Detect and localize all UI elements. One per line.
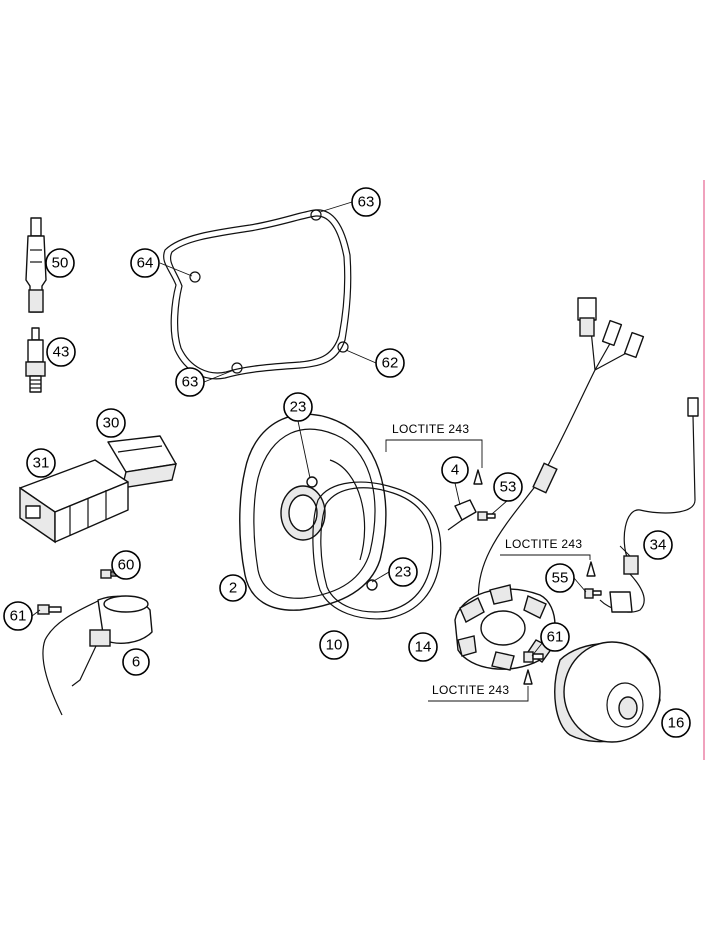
svg-text:61: 61 — [547, 629, 564, 646]
callout-6: 6 — [122, 648, 150, 676]
sensor-harness — [599, 397, 699, 613]
callout-10: 10 — [319, 630, 349, 660]
callout-61-right: 61 — [540, 622, 570, 652]
ignition-coil — [42, 595, 153, 716]
callout-60: 60 — [111, 550, 141, 580]
screw-55 — [584, 588, 602, 599]
callout-23-top: 23 — [283, 392, 313, 422]
svg-text:6: 6 — [132, 654, 140, 671]
spark-plug-connector — [25, 217, 47, 313]
svg-text:63: 63 — [182, 374, 199, 391]
svg-text:64: 64 — [137, 255, 154, 272]
callout-34: 34 — [643, 530, 673, 560]
loctite-drop-top — [473, 469, 483, 485]
callout-55: 55 — [545, 563, 575, 593]
loctite-note-top: LOCTITE 243 — [385, 422, 483, 468]
svg-text:43: 43 — [53, 344, 70, 361]
callout-16: 16 — [661, 708, 691, 738]
callout-31: 31 — [26, 448, 56, 478]
loctite-note-bottom: LOCTITE 243 — [428, 683, 529, 702]
svg-text:61: 61 — [10, 608, 27, 625]
callout-63-bottom: 63 — [175, 367, 205, 397]
svg-text:LOCTITE 243: LOCTITE 243 — [432, 683, 509, 697]
svg-text:31: 31 — [33, 455, 50, 472]
callout-30: 30 — [96, 408, 126, 438]
svg-text:63: 63 — [358, 194, 375, 211]
svg-text:23: 23 — [395, 564, 412, 581]
screw-53 — [477, 511, 496, 521]
svg-text:4: 4 — [451, 462, 459, 479]
pulse-generator — [447, 499, 477, 531]
svg-text:16: 16 — [668, 715, 685, 732]
loctite-drop-right — [586, 561, 596, 577]
bolt-61-left — [37, 604, 62, 615]
callout-2: 2 — [219, 574, 247, 602]
svg-text:14: 14 — [415, 639, 432, 656]
svg-text:55: 55 — [552, 570, 569, 587]
svg-text:50: 50 — [52, 255, 69, 272]
svg-text:23: 23 — [290, 399, 307, 416]
svg-text:62: 62 — [382, 355, 399, 372]
ignition-cover-gasket — [163, 209, 352, 380]
callout-50: 50 — [45, 248, 75, 278]
svg-text:34: 34 — [650, 537, 667, 554]
stator-wiring-harness — [477, 297, 645, 611]
svg-text:LOCTITE 243: LOCTITE 243 — [505, 537, 582, 551]
inner-cover-gasket — [312, 481, 442, 620]
flywheel-rotor — [554, 641, 661, 743]
callout-62: 62 — [375, 348, 405, 378]
ignition-cover — [239, 413, 387, 611]
svg-text:30: 30 — [103, 415, 120, 432]
loctite-note-right: LOCTITE 243 — [500, 537, 591, 560]
callout-leaders — [31, 201, 631, 657]
callout-43: 43 — [46, 337, 76, 367]
callout-63-top: 63 — [351, 187, 381, 217]
callout-23-bottom: 23 — [388, 557, 418, 587]
svg-text:10: 10 — [326, 637, 343, 654]
svg-text:53: 53 — [500, 479, 517, 496]
svg-text:2: 2 — [229, 580, 237, 597]
svg-text:60: 60 — [118, 557, 135, 574]
callout-14: 14 — [408, 632, 438, 662]
spark-plug — [25, 327, 46, 393]
cdi-rubber-cover — [107, 435, 177, 489]
callout-61-left: 61 — [3, 601, 33, 631]
callout-53: 53 — [493, 472, 523, 502]
callout-4: 4 — [441, 456, 469, 484]
loctite-drop-bottom — [523, 669, 533, 685]
bolt-61-right — [523, 651, 544, 663]
cdi-unit — [19, 459, 129, 544]
callout-64: 64 — [130, 248, 160, 278]
svg-text:LOCTITE 243: LOCTITE 243 — [392, 422, 469, 436]
